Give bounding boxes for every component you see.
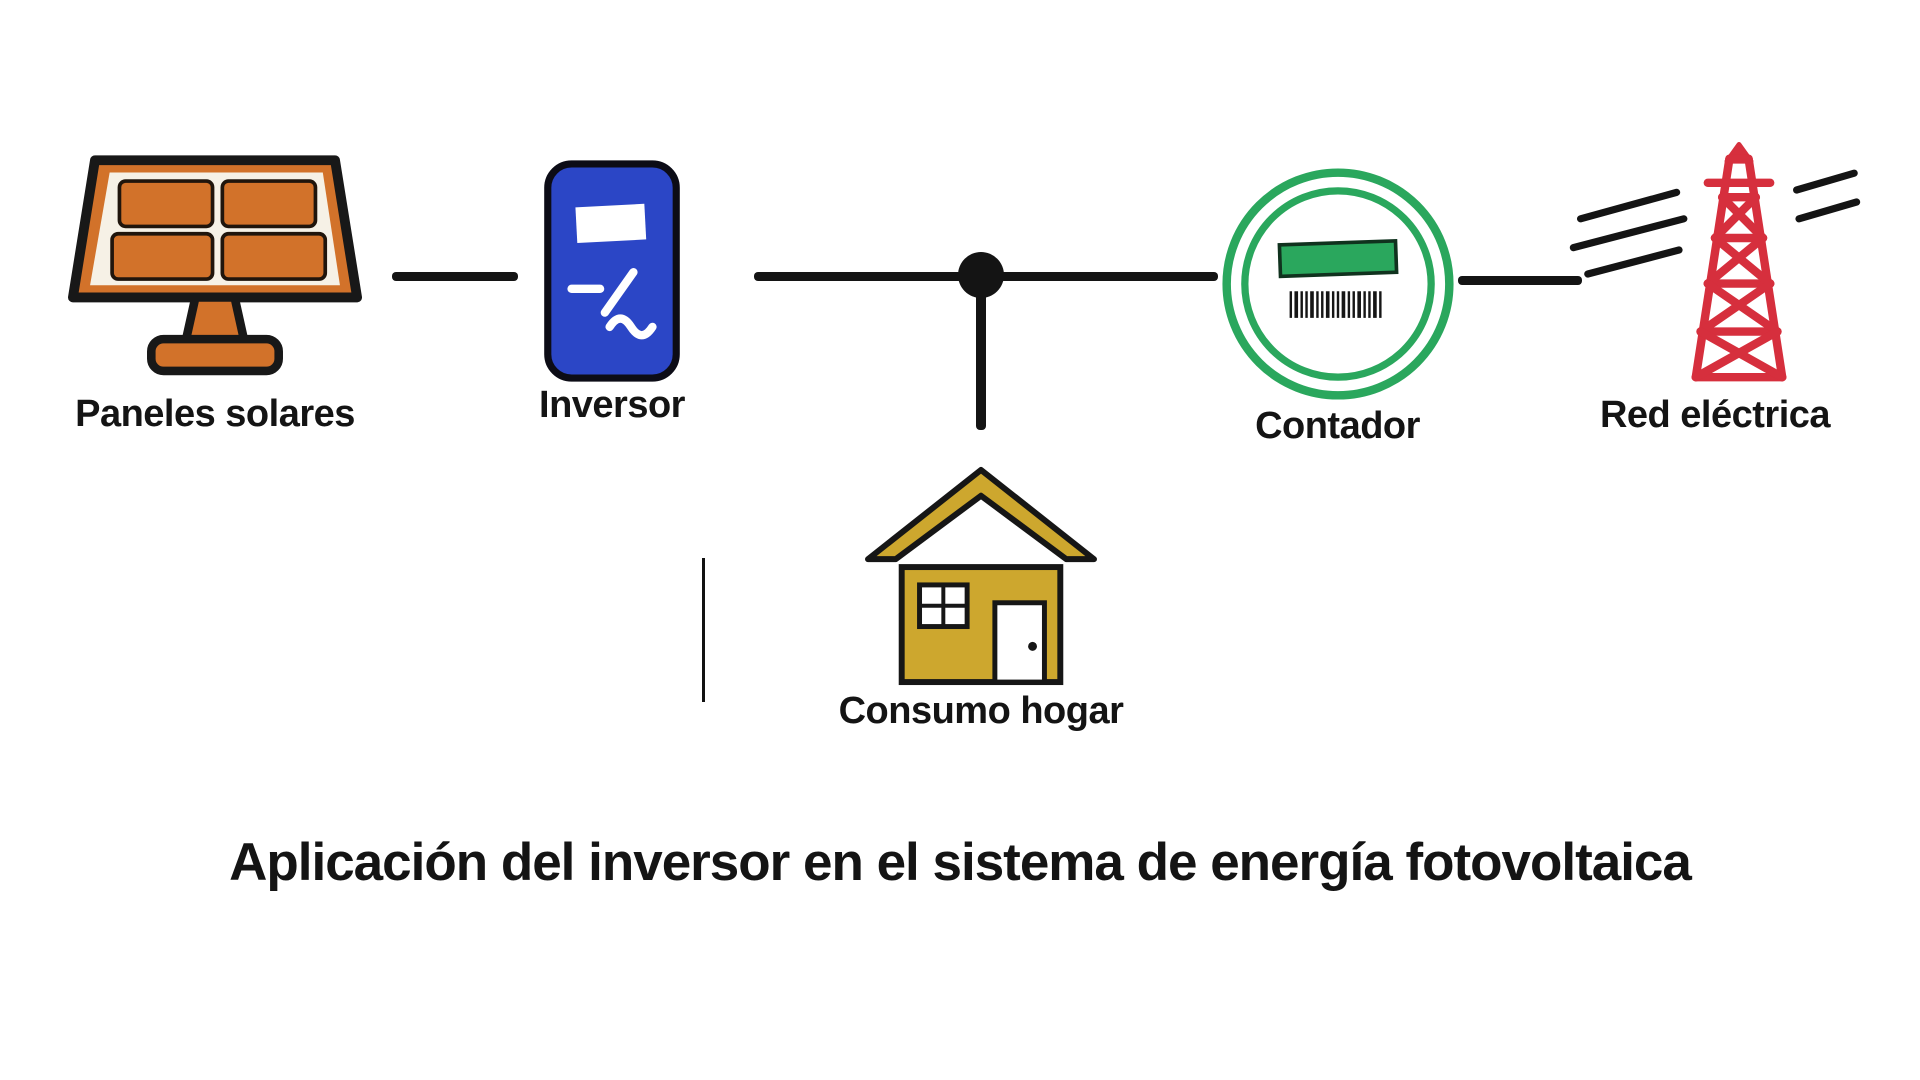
barcode xyxy=(1289,291,1382,318)
node-label-inverter: Inversor xyxy=(539,384,685,426)
node-label-home-consumption: Consumo hogar xyxy=(838,690,1124,732)
node-label-meter: Contador xyxy=(1255,405,1420,447)
node-power-grid: Red eléctrica xyxy=(1565,142,1865,437)
node-label-power-grid: Red eléctrica xyxy=(1599,394,1831,436)
node-home-consumption: Consumo hogar xyxy=(836,462,1126,733)
node-label-solar-panels: Paneles solares xyxy=(75,393,355,435)
inverter-icon xyxy=(538,158,686,384)
wire-meter-to-grid xyxy=(1458,276,1582,285)
node-meter: Contador xyxy=(1215,163,1460,448)
junction-dot xyxy=(958,252,1004,298)
meter-icon xyxy=(1217,163,1459,405)
node-inverter: Inversor xyxy=(532,158,692,427)
node-solar-panels: Paneles solares xyxy=(50,148,380,436)
stray-line-mark xyxy=(702,558,705,702)
house-icon xyxy=(861,462,1101,690)
diagram-title: Aplicación del inversor en el sistema de… xyxy=(229,833,1692,892)
power-pylon-icon xyxy=(1567,142,1863,394)
wire-panels-to-inverter xyxy=(392,272,518,281)
solar-panel-icon xyxy=(65,148,365,393)
wire-junction-to-home xyxy=(976,282,986,430)
